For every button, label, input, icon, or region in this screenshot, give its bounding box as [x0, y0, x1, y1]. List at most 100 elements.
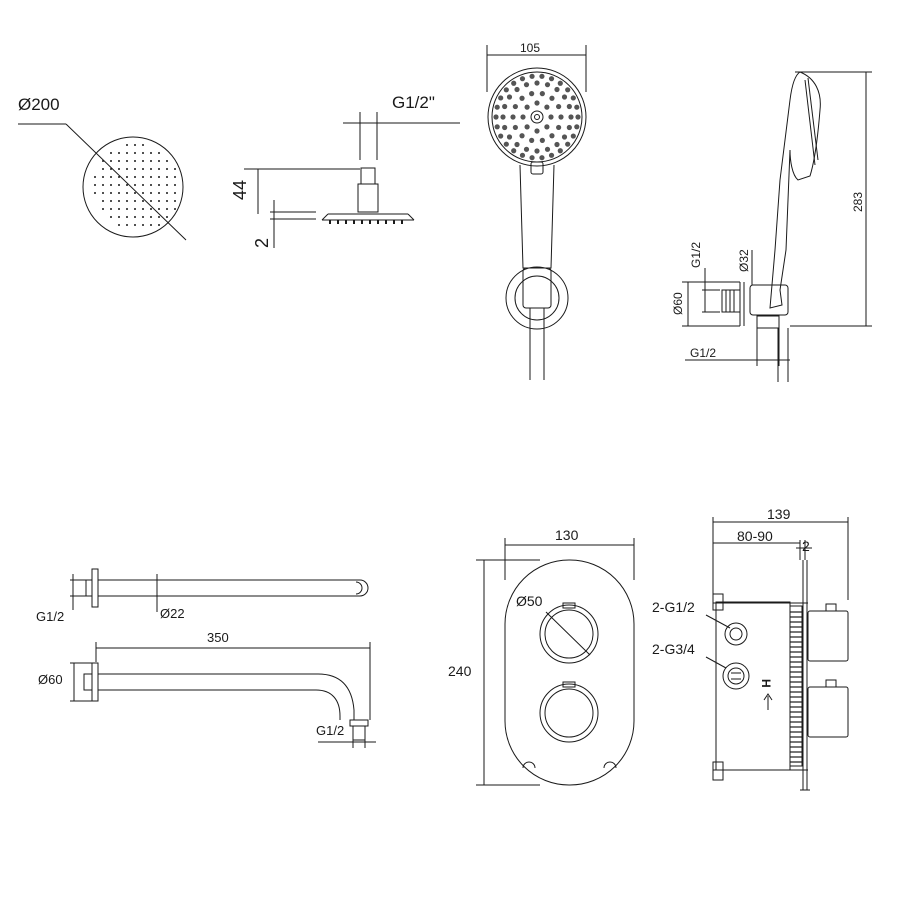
hot-water-mark: H — [759, 679, 773, 688]
rain-nozzle-dot — [150, 184, 152, 186]
rain-nozzle-dot — [158, 168, 160, 170]
rain-nozzle-dot — [142, 152, 144, 154]
holder-small-diameter-label: Ø32 — [737, 249, 751, 272]
hand-nozzle-dot — [493, 114, 499, 120]
hand-nozzle-dot — [524, 124, 530, 130]
rain-nozzle-dot — [126, 200, 128, 202]
hand-nozzle-dot — [506, 134, 513, 140]
hand-nozzle-dot — [554, 86, 560, 93]
rain-nozzle-dot — [126, 176, 128, 178]
hand-nozzle-dot — [565, 141, 571, 147]
rain-nozzle-dot — [126, 224, 128, 226]
hand-nozzle-dot — [544, 146, 551, 152]
hand-nozzle-dot — [494, 104, 500, 110]
rain-nozzle-dot — [134, 144, 136, 146]
rain-nozzle-dot — [102, 176, 104, 178]
hand-nozzle-dot — [519, 76, 526, 82]
hand-nozzle-dot — [512, 124, 518, 131]
rain-nozzle-dot — [134, 216, 136, 218]
rain-nozzle-dot — [166, 192, 168, 194]
rain-nozzle-dot — [118, 224, 120, 226]
rain-nozzle-dot — [126, 208, 128, 210]
rain-nozzle-dot — [142, 224, 144, 226]
hand-nozzle-dot — [561, 134, 568, 140]
hand-nozzle-dot — [534, 148, 540, 154]
hand-nozzle-dot — [566, 124, 572, 131]
hand-nozzle-dot — [548, 114, 554, 120]
rain-nozzle-dot — [118, 152, 120, 154]
hand-nozzle-dot — [558, 114, 564, 120]
hand-nozzle-dot — [561, 94, 568, 100]
rain-nozzle-dot — [150, 200, 152, 202]
valve-install-depth-label: 80-90 — [737, 528, 773, 544]
mixer-plate-front-view: 130 240 Ø50 — [448, 527, 635, 786]
rain-nozzle-dot — [126, 144, 128, 146]
rain-nozzle-dot — [126, 216, 128, 218]
rain-nozzle-dot — [110, 192, 112, 194]
rain-nozzle-dot — [142, 144, 144, 146]
rain-nozzle-dot — [166, 160, 168, 162]
hand-nozzle-dot — [514, 86, 520, 93]
hand-nozzle-dot — [500, 114, 506, 120]
rain-nozzle-dot — [118, 184, 120, 186]
hand-nozzle-dot — [519, 133, 525, 139]
valve-outlets-label: 2-G1/2 — [652, 599, 695, 615]
rain-nozzle-dot — [142, 176, 144, 178]
rain-nozzle-dot — [134, 192, 136, 194]
hand-nozzle-dot — [503, 141, 509, 147]
rain-nozzle-dot — [142, 208, 144, 210]
holder-connection-top-label: G1/2 — [689, 242, 703, 268]
rain-nozzle-dot — [134, 176, 136, 178]
hand-nozzle-dot — [570, 95, 576, 101]
rain-nozzle-dot — [118, 192, 120, 194]
hand-nozzle-dot — [539, 73, 545, 79]
hand-nozzle-dot — [529, 137, 535, 143]
hand-nozzle-dot — [523, 82, 530, 88]
arm-connection-bottom-label: G1/2 — [316, 723, 344, 738]
hand-nozzle-dot — [511, 148, 517, 154]
rain-thickness-label: 2 — [252, 238, 272, 248]
hand-nozzle-dot — [519, 152, 526, 158]
valve-depth-label: 139 — [767, 506, 791, 522]
rain-nozzle-dot — [118, 160, 120, 162]
rain-nozzle-dot — [158, 160, 160, 162]
rain-nozzle-dot — [110, 176, 112, 178]
rain-nozzle-dot — [174, 168, 176, 170]
rain-nozzle-dot — [166, 168, 168, 170]
arm-tube-diameter-label: Ø22 — [160, 606, 185, 621]
hand-nozzle-dot — [529, 73, 535, 79]
rain-nozzle-dot — [126, 192, 128, 194]
rain-nozzle-dot — [126, 168, 128, 170]
rain-nozzle-dot — [174, 200, 176, 202]
rain-nozzle-dot — [134, 208, 136, 210]
hand-nozzle-dot — [557, 148, 563, 154]
rain-nozzle-dot — [102, 184, 104, 186]
hand-nozzle-dot — [557, 80, 563, 86]
rain-nozzle-dot — [110, 184, 112, 186]
hand-nozzle-dot — [548, 152, 555, 158]
rain-nozzle-dot — [142, 216, 144, 218]
knob-diameter-label: Ø50 — [516, 593, 543, 609]
rain-nozzle-dot — [142, 184, 144, 186]
shower-arm-top-view: G1/2 Ø22 — [36, 568, 369, 624]
rain-height-label: 44 — [230, 180, 250, 200]
rain-nozzle-dot — [150, 176, 152, 178]
rain-nozzle-dot — [158, 152, 160, 154]
rain-nozzle-dot — [110, 216, 112, 218]
rain-nozzle-dot — [134, 168, 136, 170]
hand-nozzle-dots — [493, 73, 581, 161]
rain-nozzle-dot — [158, 200, 160, 202]
rain-nozzle-dot — [166, 216, 168, 218]
valve-body-side-view: 139 80-90 2 2-G1/2 2-G3/4 H — [652, 506, 849, 791]
hand-nozzle-dot — [539, 137, 545, 143]
rain-shower-side-view: G1/2" 44 2 — [230, 93, 460, 248]
rain-nozzle-dot — [126, 184, 128, 186]
rain-connection-label: G1/2" — [392, 93, 435, 112]
shower-arm-side-view: 350 Ø60 G1/2 — [38, 630, 376, 748]
hand-nozzle-dot — [556, 103, 562, 110]
rain-nozzle-dot — [110, 208, 112, 210]
rain-nozzle-dot — [142, 168, 144, 170]
rain-nozzle-dot — [102, 192, 104, 194]
valve-inlets-label: 2-G3/4 — [652, 641, 695, 657]
